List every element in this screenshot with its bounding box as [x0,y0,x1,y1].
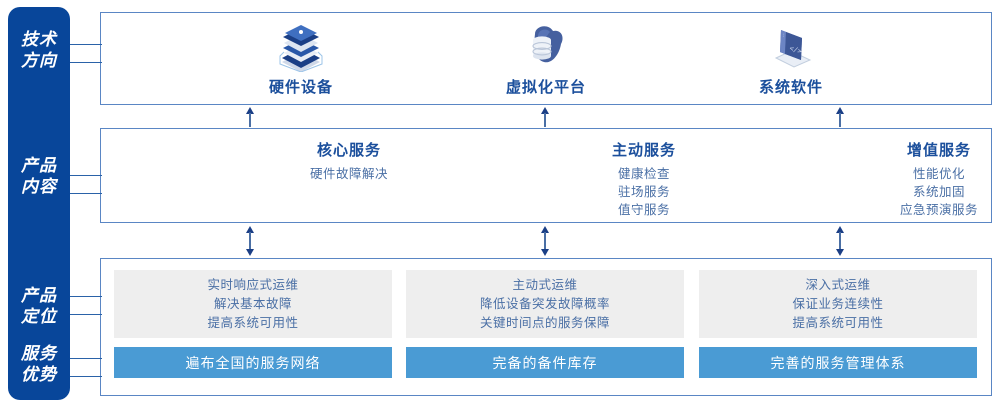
rail-item-line2: 定位 [21,307,57,326]
content-column-item: 驻场服务 [617,185,670,199]
position-card-line: 解决基本故障 [213,296,292,311]
rail-item-line1: 服务 [21,344,57,363]
position-card-line: 提高系统可用性 [207,315,299,330]
rail-item-service-advantage[interactable]: 服务 优势 [8,343,70,385]
tech-column-system-software[interactable]: </> 系统软件 [691,13,891,106]
position-card-line: 保证业务连续性 [792,296,884,311]
rail-item-line1: 技术 [21,30,57,49]
content-column-item: 硬件故障解决 [309,167,388,181]
connector-tech-1 [66,44,102,45]
position-card-line: 降低设备突发故障概率 [479,296,610,311]
position-card-realtime[interactable]: 实时响应式运维 解决基本故障 提高系统可用性 [114,270,392,338]
position-card-deep[interactable]: 深入式运维 保证业务连续性 提高系统可用性 [699,270,977,338]
tech-column-hardware[interactable]: 硬件设备 [201,13,401,106]
arrow-up-virtualization [538,107,552,127]
arrow-up-system-software [833,107,847,127]
arrow-bidirectional-right [833,226,847,256]
tech-column-label: 系统软件 [758,79,823,96]
advantage-bar-management[interactable]: 完善的服务管理体系 [699,347,977,378]
position-card-line: 主动式运维 [512,277,578,292]
content-column-item: 值守服务 [617,203,670,217]
content-column-title: 主动服务 [611,142,676,159]
tech-column-label: 虚拟化平台 [505,79,586,96]
rail-item-line1: 产品 [21,156,57,175]
position-card-line: 提高系统可用性 [792,315,884,330]
position-card-line: 深入式运维 [805,277,871,292]
content-column-item: 健康检查 [617,167,670,181]
advantage-bar-spareparts[interactable]: 完备的备件库存 [406,347,684,378]
rail-item-line1: 产品 [21,286,57,305]
tech-column-virtualization[interactable]: 虚拟化平台 [446,13,646,106]
position-card-line: 关键时间点的服务保障 [479,315,610,330]
product-content-panel: 核心服务 硬件故障解决 主动服务 健康检查 驻场服务 值守服务 增值服务 性能优… [100,128,992,223]
connector-position-1 [66,296,102,297]
connector-position-2 [66,314,102,315]
connector-advantage-2 [66,376,102,377]
cloud-database-icon [515,22,577,72]
connector-tech-2 [66,62,102,63]
connector-advantage-1 [66,358,102,359]
content-column-item: 性能优化 [912,167,965,181]
content-column-core[interactable]: 核心服务 硬件故障解决 [249,129,449,224]
content-column-proactive[interactable]: 主动服务 健康检查 驻场服务 值守服务 [544,129,744,224]
content-column-title: 增值服务 [906,142,971,159]
connector-content-2 [66,193,102,194]
rail-item-line2: 内容 [21,177,57,196]
rail-item-product-content[interactable]: 产品 内容 [8,155,70,197]
rail-item-product-position[interactable]: 产品 定位 [8,285,70,327]
laptop-code-icon: </> [760,22,822,72]
content-column-item: 系统加固 [912,185,965,199]
tech-column-label: 硬件设备 [268,79,333,96]
position-card-line: 实时响应式运维 [207,277,299,292]
advantage-bar-network[interactable]: 遍布全国的服务网络 [114,347,392,378]
rail-item-line2: 方向 [21,51,57,70]
content-column-title: 核心服务 [316,142,381,159]
product-position-panel: 实时响应式运维 解决基本故障 提高系统可用性 遍布全国的服务网络 主动式运维 降… [100,258,992,396]
arrow-up-hardware [243,107,257,127]
tech-direction-panel: 硬件设备 虚拟化平台 [100,12,992,105]
content-column-item: 应急预演服务 [899,203,978,217]
left-rail: 技术 方向 产品 内容 产品 定位 服务 优势 [8,7,70,400]
arrow-bidirectional-left [243,226,257,256]
position-card-proactive[interactable]: 主动式运维 降低设备突发故障概率 关键时间点的服务保障 [406,270,684,338]
content-column-valueadd[interactable]: 增值服务 性能优化 系统加固 应急预演服务 [839,129,1000,224]
rail-item-line2: 优势 [21,365,57,384]
arrow-bidirectional-middle [538,226,552,256]
svg-text:</>: </> [788,44,803,56]
rail-item-tech-direction[interactable]: 技术 方向 [8,29,70,71]
server-stack-icon [270,22,332,72]
connector-content-1 [66,175,102,176]
